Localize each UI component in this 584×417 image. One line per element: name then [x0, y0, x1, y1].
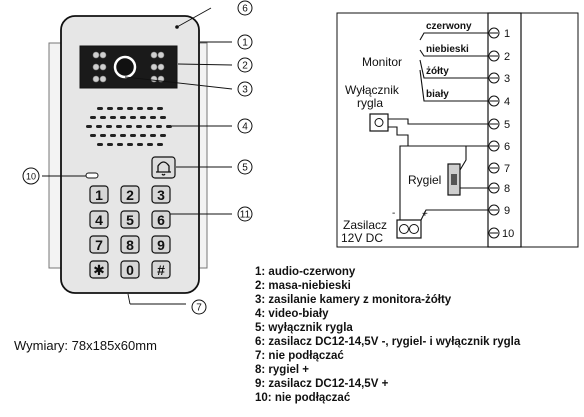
callout-label: 10: [26, 172, 36, 182]
keypad-key: [89, 185, 109, 204]
terminal-number: 5: [504, 119, 510, 131]
keypad-key-label: 3: [157, 187, 165, 203]
panel-callout-badges: [22, 0, 253, 315]
wiring-schematic: 1 2 3 4 5 6 7 8 9 10 czerwony niebieski …: [336, 12, 579, 248]
callout-label: 7: [196, 303, 202, 314]
power-plug-icon: [399, 224, 419, 234]
terminal-number: 3: [504, 73, 510, 85]
callout-label: 3: [242, 85, 248, 96]
keypad-key-label: #: [157, 262, 165, 278]
wire-color-label: żółty: [426, 66, 449, 77]
callout-label: 5: [242, 163, 248, 174]
terminal-number: 9: [504, 205, 510, 217]
keypad: 1 2 3 4 5 6 7 8 9 ✱ 0 #: [89, 185, 171, 279]
terminal-legend: 1: audio-czerwony 2: masa-niebieski 3: z…: [255, 265, 520, 405]
terminal-number: 8: [504, 183, 510, 195]
legend-item: 4: video-biały: [255, 308, 329, 320]
legend-item: 10: nie podłączać: [255, 392, 351, 404]
keypad-key: [89, 260, 109, 279]
legend-item: 5: wyłącznik rygla: [255, 322, 353, 334]
keypad-key-label: 0: [126, 262, 134, 278]
callout-label: 6: [242, 4, 248, 15]
keypad-key-label: 6: [157, 212, 165, 228]
callout-label: 2: [242, 61, 248, 72]
ir-led-icon: [92, 51, 165, 83]
keypad-key: [89, 235, 109, 254]
keypad-key-label: 4: [95, 212, 103, 228]
keypad-key-label: 2: [126, 187, 134, 203]
keypad-key-label: 7: [95, 237, 103, 253]
keypad-key: [89, 210, 109, 229]
switch-label: Wyłącznik: [345, 83, 400, 97]
switch-wires: [388, 118, 489, 147]
wire-color-label: czerwony: [426, 21, 472, 32]
speaker-grille: [86, 107, 172, 146]
callout-label: 4: [242, 122, 248, 133]
door-panel: 1 2 3 4 5 6 7 8 9 ✱ 0 #: [48, 15, 208, 294]
keypad-key: [120, 210, 140, 229]
panel-callouts: [42, 7, 233, 305]
legend-item: 6: zasilacz DC12-14,5V -, rygiel- i wyłą…: [255, 336, 521, 348]
keypad-key: [151, 235, 171, 254]
keypad-key: [120, 260, 140, 279]
lock-label: Rygiel: [408, 173, 441, 187]
switch-button-icon: [374, 118, 384, 127]
wire-color-label: niebieski: [426, 44, 469, 55]
keypad-key-label: 8: [126, 237, 134, 253]
monitor-wires: [419, 32, 489, 102]
switch-label: rygla: [357, 96, 383, 110]
call-button: [151, 156, 176, 179]
status-led: [85, 172, 99, 179]
monitor-label: Monitor: [362, 55, 402, 69]
dimensions-label: Wymiary: 78x185x60mm: [14, 338, 157, 353]
terminal-number: 6: [504, 141, 510, 153]
legend-item: 9: zasilacz DC12-14,5V +: [255, 378, 389, 390]
keypad-key-label: 1: [95, 187, 103, 203]
legend-item: 3: zasilanie kamery z monitora-żółty: [255, 294, 452, 306]
camera-lens-icon: [113, 55, 137, 79]
legend-item: 1: audio-czerwony: [255, 266, 356, 278]
wiring-frame: [336, 12, 579, 248]
keypad-key-label: 5: [126, 212, 134, 228]
power-supply-label: 12V DC: [341, 231, 383, 245]
power-minus-sign: -: [392, 208, 395, 219]
legend-item: 7: nie podłączać: [255, 350, 344, 362]
keypad-key: [151, 210, 171, 229]
terminal-number: 1: [504, 28, 510, 40]
power-plus-sign: +: [422, 209, 428, 220]
bell-icon: [156, 161, 171, 176]
power-supply-label: Zasilacz: [343, 218, 387, 232]
power-wires: [399, 145, 489, 221]
keypad-key: [120, 235, 140, 254]
terminal-number: 2: [504, 51, 510, 63]
door-switch: [369, 113, 389, 132]
electric-lock-icon: [447, 163, 461, 196]
keypad-key-label: 9: [157, 237, 165, 253]
terminal-number: 10: [502, 228, 514, 240]
legend-item: 2: masa-niebieski: [255, 280, 351, 292]
keypad-key: [151, 260, 171, 279]
callout-label: 1: [242, 38, 248, 49]
wire-color-label: biały: [426, 89, 449, 100]
legend-item: 8: rygiel +: [255, 364, 310, 376]
keypad-key: [120, 185, 140, 204]
terminal-number: 7: [504, 163, 510, 175]
terminal-number: 4: [504, 96, 510, 108]
keypad-key-label: ✱: [93, 262, 105, 278]
keypad-key: [151, 185, 171, 204]
callout-label: 11: [240, 210, 251, 221]
lock-wires: [459, 146, 489, 189]
